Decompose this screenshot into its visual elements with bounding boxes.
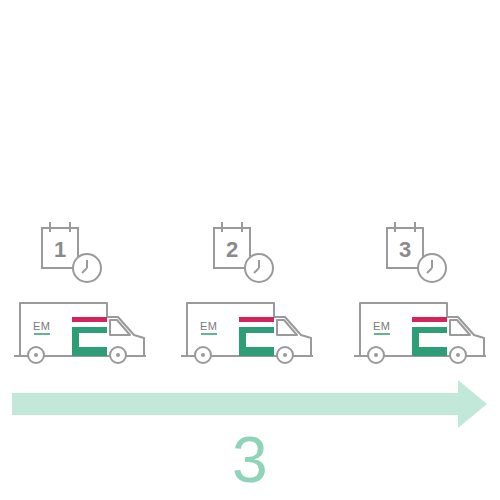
calendar-number: 1 xyxy=(54,239,66,261)
calendar-number: 2 xyxy=(226,239,238,261)
calendar-number: 3 xyxy=(399,239,411,261)
total-count: 3 xyxy=(232,428,268,492)
van-logo: EM xyxy=(33,321,51,332)
van-logo: EM xyxy=(373,321,391,332)
van-logo: EM xyxy=(200,321,218,332)
